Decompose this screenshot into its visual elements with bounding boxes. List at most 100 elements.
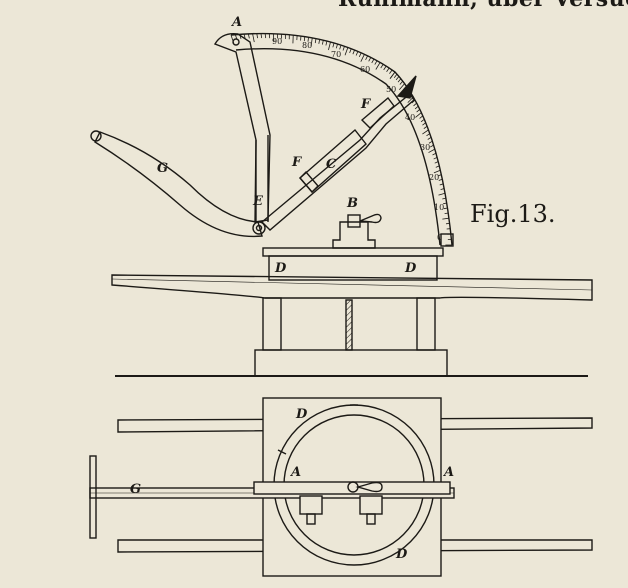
scale-arc-inner — [235, 48, 441, 246]
scale-tick — [368, 57, 372, 62]
label-e: E — [252, 194, 264, 209]
scale-tick — [318, 39, 321, 44]
scale-tick — [414, 105, 419, 110]
scale-tick — [355, 51, 359, 56]
scale-label: 80 — [302, 41, 312, 50]
scale-tick — [375, 62, 381, 70]
table-edge-line — [111, 278, 593, 291]
scale-foot — [440, 233, 454, 247]
scale-tick — [335, 43, 338, 49]
scale-tick — [440, 188, 445, 190]
plan-screw-right — [366, 513, 376, 525]
label-d-left: D — [274, 261, 287, 276]
scale-tick — [437, 174, 442, 177]
scale-tick — [374, 60, 378, 65]
label-a-top: A — [230, 15, 242, 30]
scale-tick — [438, 178, 443, 181]
clamp-b-block — [347, 214, 361, 228]
plan-block-right — [359, 495, 383, 515]
scale-tick — [399, 80, 404, 85]
collar-f-upper — [360, 96, 395, 129]
scale-arc-outer — [230, 32, 453, 246]
label-g-plan: G — [130, 482, 141, 497]
plan-screw-left — [306, 513, 316, 525]
label-d-plan-bottom: D — [395, 547, 408, 562]
scale-tick — [325, 40, 328, 46]
scale-tick — [442, 197, 446, 200]
scale-tick — [247, 33, 250, 39]
pivot-e-pin — [255, 224, 263, 232]
lever-g-plan-handle — [89, 455, 97, 539]
scale-tick — [328, 41, 331, 51]
scale-tick — [427, 136, 432, 140]
scale-tick — [389, 69, 393, 74]
scale-tick — [252, 33, 255, 43]
plan-clamp-screw — [355, 481, 383, 493]
ring-mark — [277, 449, 287, 455]
page-heading: Rühlmann, über Versuch — [338, 0, 628, 12]
scale-tick — [321, 40, 324, 45]
scale-tick — [397, 78, 402, 83]
scale-tick — [342, 46, 345, 51]
scale-tick — [332, 42, 335, 48]
label-d-right: D — [404, 261, 417, 276]
scale-tick — [438, 192, 446, 196]
scale-tick — [365, 55, 368, 61]
scale-label: 30 — [420, 143, 430, 152]
label-g-side: G — [157, 161, 168, 176]
label-d-plan-top: D — [295, 407, 308, 422]
scale-tick — [434, 161, 439, 164]
scale-tick — [371, 58, 375, 64]
leg-right — [416, 297, 436, 351]
label-c: C — [326, 157, 337, 172]
scale-tick — [432, 152, 437, 156]
scale-label: 10 — [434, 203, 444, 212]
scale-tick — [419, 115, 424, 119]
scale-pointer — [396, 75, 417, 99]
scale-tick — [433, 156, 438, 160]
scale-tick — [307, 37, 309, 42]
scale-tick — [260, 33, 263, 39]
scale-tick — [443, 202, 447, 205]
scale-tick — [243, 33, 246, 39]
scale-tick — [358, 52, 362, 58]
pivot-e — [252, 221, 266, 235]
scale-tick — [411, 99, 416, 104]
post-e — [255, 135, 269, 222]
scale-tick — [415, 112, 422, 118]
scale-tick — [423, 125, 428, 129]
scale-tick — [439, 183, 444, 186]
plan-block-left — [299, 495, 323, 515]
lever-g — [94, 131, 263, 238]
scale-label: 50 — [386, 85, 396, 94]
scale-tick — [442, 217, 449, 220]
scale-tick — [272, 33, 275, 43]
label-b: B — [346, 196, 358, 211]
scale-label: 90 — [272, 37, 282, 46]
arm-upper — [213, 33, 271, 223]
scale-label: 20 — [429, 173, 439, 182]
arm-diagonal — [260, 92, 415, 231]
scale-tick — [349, 48, 352, 54]
scale-tick — [339, 44, 342, 50]
base-plate-top — [262, 247, 444, 257]
center-post — [345, 299, 353, 351]
scale-label: 60 — [360, 65, 370, 74]
label-f-upper: F — [360, 97, 371, 112]
scale-label: 0 — [437, 233, 442, 242]
scale-tick — [416, 109, 421, 113]
leg-left — [262, 297, 282, 351]
scale-ticks — [230, 33, 452, 246]
scale-tick — [422, 122, 426, 126]
scale-tick — [389, 71, 396, 79]
scale-tick — [344, 47, 349, 56]
label-a-plan-right: A — [442, 465, 454, 480]
scale-tick — [428, 140, 433, 144]
scale-tick — [256, 33, 258, 39]
scale-tick — [398, 83, 405, 90]
clamp-b — [332, 221, 376, 249]
scale-tick — [383, 65, 387, 71]
scale-tick — [428, 148, 436, 153]
scale-tick — [380, 64, 384, 69]
